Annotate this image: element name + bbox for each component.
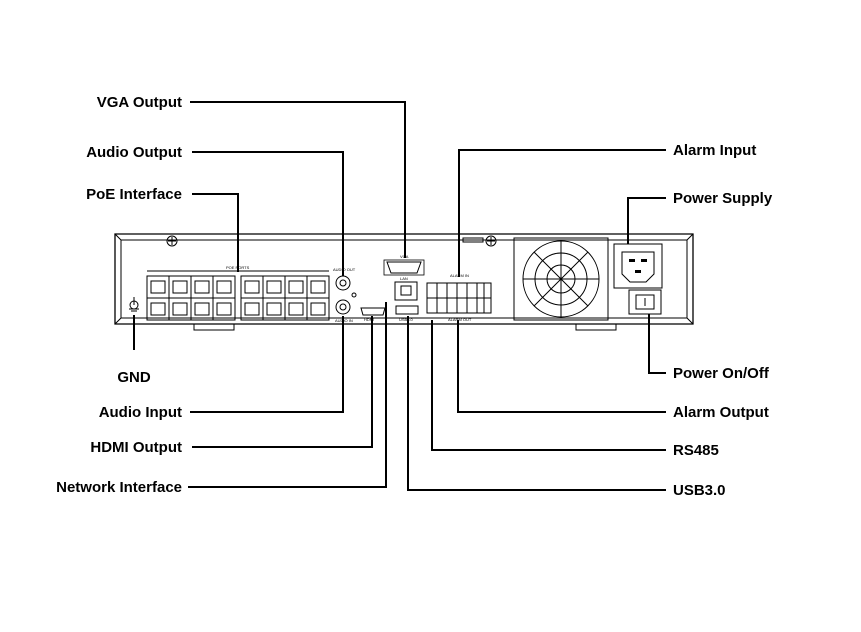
alarm-out-text: ALARM OUT bbox=[448, 317, 472, 322]
power-switch-icon bbox=[628, 289, 662, 315]
leader-audio-output bbox=[192, 151, 344, 276]
callout-power-on-off: Power On/Off bbox=[673, 365, 770, 382]
audio-out-text: AUDIO OUT bbox=[333, 267, 356, 272]
leader-hdmi-output bbox=[192, 316, 373, 448]
lan-port bbox=[394, 281, 418, 301]
leader-lines bbox=[133, 101, 666, 491]
callout-power-supply: Power Supply bbox=[673, 190, 773, 207]
callout-network-interface: Network Interface bbox=[56, 479, 182, 496]
leader-power-supply bbox=[627, 197, 666, 244]
poe-port-group-1 bbox=[146, 275, 236, 321]
callout-audio-output: Audio Output bbox=[86, 144, 182, 161]
usb-text: USB3.0 bbox=[399, 317, 414, 322]
leader-alarm-output bbox=[457, 320, 666, 413]
status-led bbox=[351, 292, 357, 298]
callout-alarm-output: Alarm Output bbox=[673, 404, 769, 421]
leader-rs485 bbox=[431, 320, 666, 451]
power-socket-icon bbox=[613, 243, 663, 289]
ground-icon bbox=[129, 297, 139, 312]
vga-connector bbox=[383, 259, 425, 276]
lan-text: LAN bbox=[400, 276, 408, 281]
leader-audio-input bbox=[190, 316, 344, 413]
fan-vent-icon bbox=[513, 237, 609, 321]
callout-audio-input: Audio Input bbox=[99, 404, 182, 421]
callout-vga-output: VGA Output bbox=[97, 94, 182, 111]
alarm-terminal-block bbox=[426, 282, 492, 314]
leader-poe-interface bbox=[192, 193, 239, 272]
leader-alarm-input bbox=[458, 149, 666, 277]
usb-port bbox=[395, 305, 419, 315]
label-slot bbox=[462, 237, 484, 243]
audio-in-jack bbox=[335, 299, 351, 315]
hdmi-port bbox=[360, 307, 386, 316]
leader-network-interface bbox=[188, 302, 387, 488]
device-chassis bbox=[114, 233, 694, 331]
poe-port-jacks bbox=[150, 280, 326, 316]
callout-rs485: RS485 bbox=[673, 442, 719, 459]
callout-hdmi-output: HDMI Output bbox=[90, 439, 182, 456]
poe-port-group-2 bbox=[240, 275, 330, 321]
hdmi-text: HDMI bbox=[364, 317, 374, 322]
callout-usb3: USB3.0 bbox=[673, 482, 726, 499]
audio-out-jack bbox=[335, 275, 351, 291]
callout-poe-interface: PoE Interface bbox=[86, 186, 182, 203]
leader-power-on-off bbox=[648, 314, 666, 374]
leader-usb3 bbox=[407, 316, 666, 491]
leader-vga-output bbox=[190, 101, 406, 258]
screw-icon bbox=[166, 235, 178, 247]
lan-jack bbox=[400, 285, 412, 296]
screw-icon bbox=[485, 235, 497, 247]
callout-gnd: GND bbox=[117, 369, 151, 386]
callout-alarm-input: Alarm Input bbox=[673, 142, 756, 159]
